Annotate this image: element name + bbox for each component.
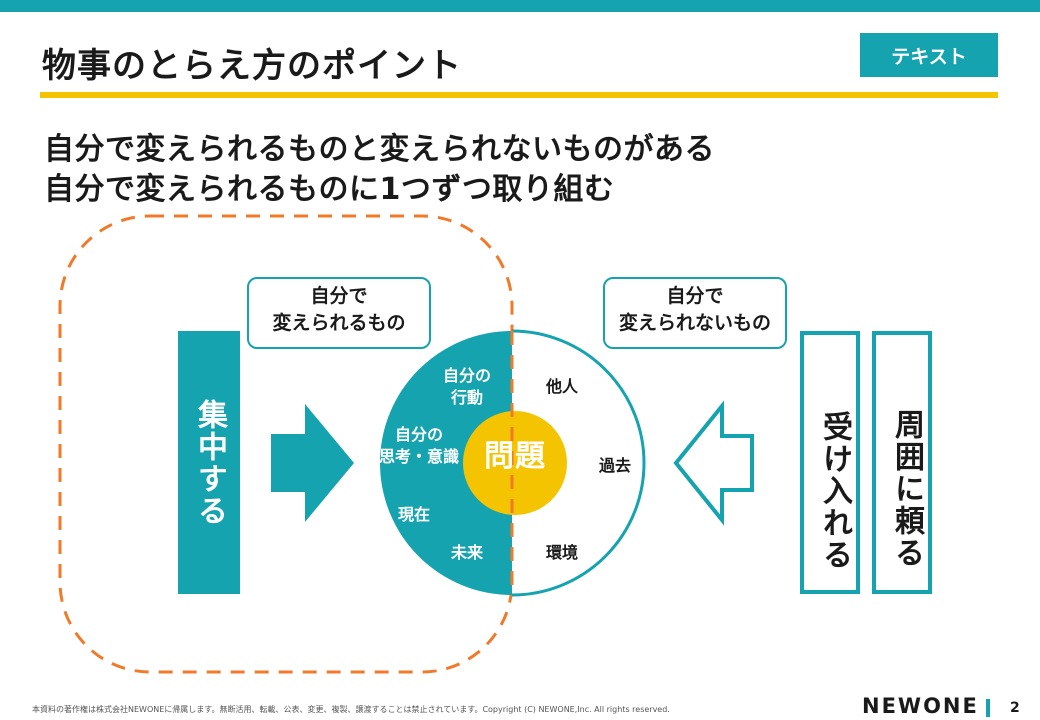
callout-unchangeable: 自分で 変えられないもの <box>603 277 787 349</box>
page-title: 物事のとらえ方のポイント <box>42 46 462 86</box>
copyright-note: 本資料の著作権は株式会社NEWONEに帰属します。無断活用、転載、公表、変更、複… <box>32 705 670 714</box>
rely-on-others-box: 周囲に頼る <box>872 331 932 594</box>
problem-label: 問題 <box>484 439 546 474</box>
text-tag-badge: テキスト <box>860 33 998 77</box>
callout-unchangeable-line2: 変えられないもの <box>618 312 771 334</box>
problem-circle <box>463 411 567 515</box>
own-action-line1: 自分の <box>442 366 491 385</box>
present-label: 現在 <box>397 505 430 524</box>
circle-right-half <box>511 329 646 597</box>
arrow-right-icon <box>271 404 354 522</box>
own-thought-line2: 思考・意識 <box>378 447 459 466</box>
own-action-line2: 行動 <box>450 388 483 407</box>
callout-changeable-line2: 変えられるもの <box>272 312 406 334</box>
arrow-left-outline-icon <box>673 400 754 526</box>
future-label: 未来 <box>450 543 483 562</box>
circle-left-half <box>380 331 512 595</box>
top-accent-bar <box>0 0 1040 12</box>
lead-line-2: 自分で変えられるものに1つずつ取り組む <box>44 172 615 207</box>
newone-logo: NEWONE <box>862 694 979 718</box>
lead-line-1: 自分で変えられるものと変えられないものがある <box>44 132 715 167</box>
others-label: 他人 <box>545 377 578 396</box>
past-label: 過去 <box>598 456 631 475</box>
title-underline <box>40 92 998 98</box>
callout-changeable: 自分で 変えられるもの <box>247 277 431 349</box>
logo-separator <box>986 699 990 717</box>
page-number: 2 <box>1010 700 1020 716</box>
dashed-focus-region <box>58 214 514 674</box>
callout-unchangeable-line1: 自分で <box>666 285 724 307</box>
own-thought-line1: 自分の <box>394 425 443 444</box>
own-action-label: 自分の 行動 <box>432 365 502 409</box>
callout-changeable-line1: 自分で <box>310 285 368 307</box>
focus-bar: 集中する <box>178 331 240 594</box>
environment-label: 環境 <box>545 543 578 562</box>
accept-box: 受け入れる <box>800 331 860 594</box>
own-thought-label: 自分の 思考・意識 <box>374 424 464 468</box>
